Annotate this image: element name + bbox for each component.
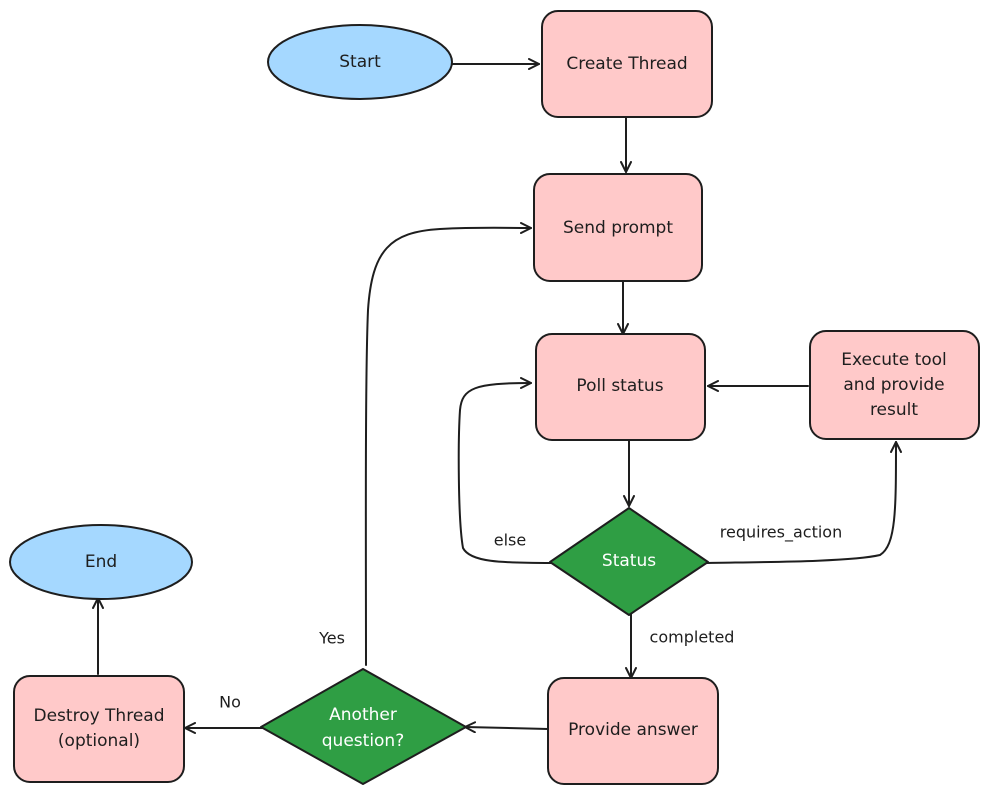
send-prompt-shape (533, 173, 703, 282)
end-shape (9, 524, 193, 600)
execute-tool-label-line-3: result (870, 400, 918, 420)
poll-status-label: Poll status (576, 376, 663, 396)
end-label: End (85, 552, 117, 572)
send-prompt-label: Send prompt (563, 218, 673, 238)
start-shape (267, 24, 453, 100)
send-prompt-node: Send prompt (533, 173, 703, 282)
execute-tool-label-line-2: and provide (843, 375, 944, 395)
provide-answer-shape (547, 677, 719, 785)
edge-label-no: No (219, 693, 241, 712)
another-question-label-line-1: Another (329, 705, 397, 725)
destroy-thread-node: Destroy Thread (optional) (13, 675, 185, 783)
execute-tool-node: Execute tool and provide result (809, 330, 980, 440)
status-shape (549, 507, 709, 616)
status-label: Status (602, 551, 656, 571)
poll-status-node: Poll status (535, 333, 706, 441)
edge-label-requires-action: requires_action (720, 523, 842, 543)
create-thread-shape (541, 10, 713, 118)
another-question-label-line-2: question? (322, 731, 404, 751)
start-label: Start (339, 52, 381, 72)
execute-tool-shape (809, 330, 980, 440)
end-node: End (9, 524, 193, 600)
provide-answer-node: Provide answer (547, 677, 719, 785)
status-node: Status (549, 507, 709, 616)
edge-another-question-yes-to-send-prompt (364, 221, 532, 666)
another-question-node: Another question? (260, 668, 467, 785)
execute-tool-label-line-1: Execute tool (841, 350, 947, 370)
edge-status-else-to-poll-status (457, 377, 553, 564)
destroy-thread-label-line-1: Destroy Thread (34, 706, 165, 726)
edge-label-completed: completed (650, 628, 735, 647)
edge-provide-answer-to-another-question (464, 721, 549, 734)
provide-answer-label: Provide answer (568, 720, 698, 740)
edge-status-requires-action-to-execute-tool (706, 441, 902, 564)
create-thread-label: Create Thread (566, 54, 687, 74)
start-node: Start (267, 24, 453, 100)
destroy-thread-shape (13, 675, 185, 783)
create-thread-node: Create Thread (541, 10, 713, 118)
destroy-thread-label-line-2: (optional) (58, 731, 140, 751)
edge-label-yes: Yes (318, 629, 345, 648)
poll-status-shape (535, 333, 706, 441)
another-question-shape (260, 668, 467, 785)
edge-label-else: else (494, 531, 526, 550)
edges (92, 58, 902, 734)
